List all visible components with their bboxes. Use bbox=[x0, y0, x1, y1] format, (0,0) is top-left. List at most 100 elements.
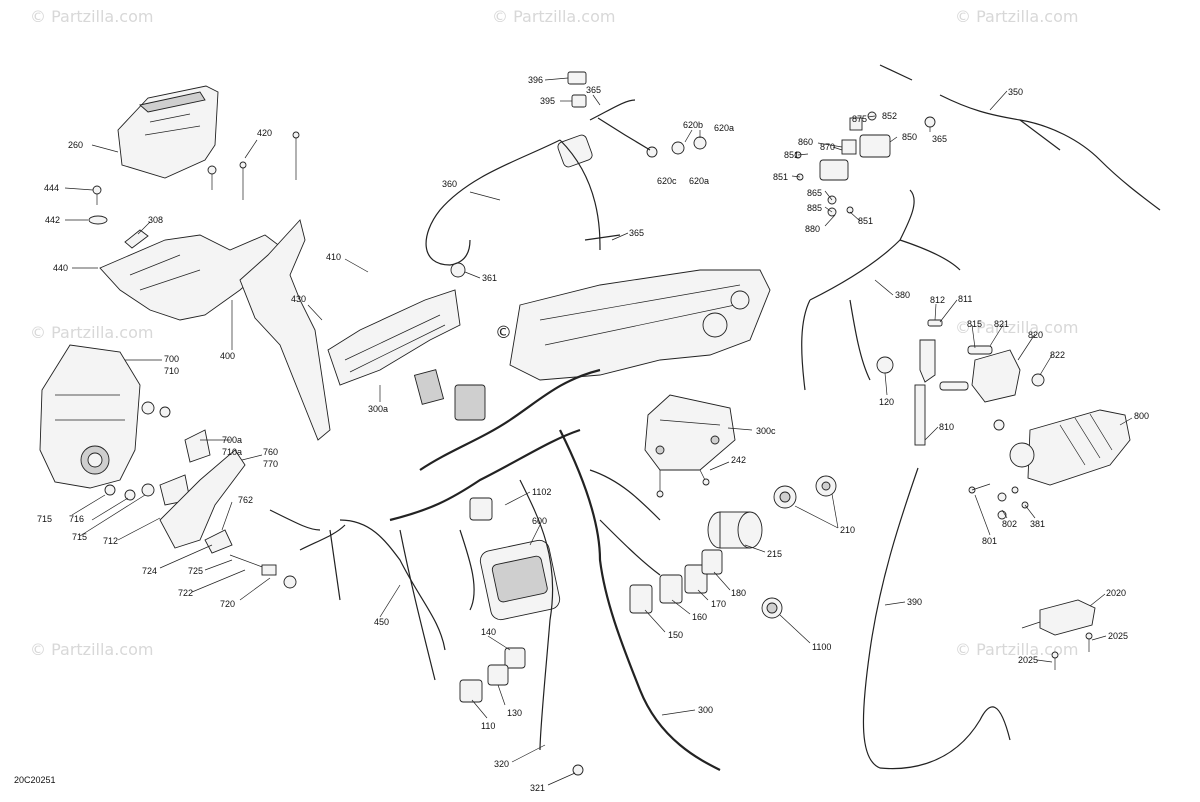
callout-labels: 396 395 365 620b 620a 620c 620a 360 365 … bbox=[37, 75, 1149, 793]
callout-170: 170 bbox=[711, 599, 726, 609]
callout-160: 160 bbox=[692, 612, 707, 622]
callout-381: 381 bbox=[1030, 519, 1045, 529]
callout-810: 810 bbox=[939, 422, 954, 432]
headlight-housing-part bbox=[39, 344, 141, 489]
callout-715: 715 bbox=[72, 532, 87, 542]
leader-lines bbox=[64, 77, 1133, 786]
callout-430: 430 bbox=[291, 294, 306, 304]
callout-700: 700 bbox=[164, 354, 179, 364]
callout-724: 724 bbox=[142, 566, 157, 576]
callout-821: 821 bbox=[994, 319, 1009, 329]
callout-321: 321 bbox=[530, 783, 545, 793]
part-drawings bbox=[39, 71, 1131, 776]
watermark: © Partzilla.com bbox=[955, 318, 1078, 337]
control-bracket-part bbox=[971, 349, 1021, 403]
callout-2025: 2025 bbox=[1108, 631, 1128, 641]
callout-360: 360 bbox=[442, 179, 457, 189]
callout-396: 396 bbox=[528, 75, 543, 85]
callout-450: 450 bbox=[374, 617, 389, 627]
watermark: © Partzilla.com bbox=[955, 640, 1078, 659]
watermark: © Partzilla.com bbox=[30, 7, 153, 26]
callout-725: 725 bbox=[188, 566, 203, 576]
callout-365: 365 bbox=[586, 85, 601, 95]
cover-badge-part bbox=[139, 91, 206, 113]
callout-800: 800 bbox=[1134, 411, 1149, 421]
callout-300c: 300c bbox=[756, 426, 776, 436]
callout-110: 110 bbox=[481, 721, 495, 731]
watermark: © Partzilla.com bbox=[492, 7, 615, 26]
callout-410: 410 bbox=[326, 252, 341, 262]
callout-860: 860 bbox=[798, 137, 813, 147]
callout-442: 442 bbox=[45, 215, 60, 225]
callout-1100: 1100 bbox=[812, 642, 831, 652]
callout-812: 812 bbox=[930, 295, 945, 305]
callout-215: 215 bbox=[767, 549, 782, 559]
callout-850: 850 bbox=[902, 132, 917, 142]
watermark: © Partzilla.com bbox=[30, 640, 153, 659]
callout-1102: 1102 bbox=[532, 487, 551, 497]
callout-722: 722 bbox=[178, 588, 193, 598]
callout-210: 210 bbox=[840, 525, 855, 535]
watermark: © Partzilla.com bbox=[30, 323, 153, 342]
callout-600: 600 bbox=[532, 516, 547, 526]
callout-811: 811 bbox=[958, 294, 972, 304]
callout-760: 760 bbox=[263, 447, 278, 457]
callout-852: 852 bbox=[882, 111, 897, 121]
callout-130: 130 bbox=[507, 708, 522, 718]
callout-802: 802 bbox=[1002, 519, 1017, 529]
callout-801: 801 bbox=[982, 536, 997, 546]
callout-2020: 2020 bbox=[1106, 588, 1126, 598]
module-bracket-part bbox=[644, 394, 736, 471]
callout-390: 390 bbox=[907, 597, 922, 607]
callout-120: 120 bbox=[879, 397, 894, 407]
callout-762: 762 bbox=[238, 495, 253, 505]
callout-710a: 710a bbox=[222, 447, 242, 457]
figure-code: 20C20251 bbox=[14, 775, 56, 785]
callout-712: 712 bbox=[103, 536, 118, 546]
callout-180: 180 bbox=[731, 588, 746, 598]
callout-242: 242 bbox=[731, 455, 746, 465]
callout-260: 260 bbox=[68, 140, 83, 150]
callout-716: 716 bbox=[69, 514, 84, 524]
callout-440: 440 bbox=[53, 263, 68, 273]
callout-851: 851 bbox=[784, 150, 799, 160]
callout-720: 720 bbox=[220, 599, 235, 609]
heated-grip-part bbox=[1027, 409, 1131, 486]
callout-851: 851 bbox=[773, 172, 788, 182]
callout-300: 300 bbox=[698, 705, 713, 715]
wiring-harness bbox=[269, 64, 1161, 771]
callout-308: 308 bbox=[148, 215, 163, 225]
callout-400: 400 bbox=[220, 351, 235, 361]
callout-620b: 620b bbox=[683, 120, 703, 130]
callout-770: 770 bbox=[263, 459, 278, 469]
callout-2025: 2025 bbox=[1018, 655, 1038, 665]
upper-cover-part bbox=[117, 85, 219, 179]
callout-620c: 620c bbox=[657, 176, 677, 186]
callout-820: 820 bbox=[1028, 330, 1043, 340]
callout-140: 140 bbox=[481, 627, 496, 637]
callout-700a: 700a bbox=[222, 435, 242, 445]
switch-panel-part bbox=[327, 289, 461, 386]
callout-350: 350 bbox=[1008, 87, 1023, 97]
callout-150: 150 bbox=[668, 630, 683, 640]
callout-444: 444 bbox=[44, 183, 59, 193]
remote-module-part bbox=[1039, 599, 1096, 636]
callout-320: 320 bbox=[494, 759, 509, 769]
headlight-bracket-part bbox=[159, 449, 246, 549]
callout-620a: 620a bbox=[714, 123, 734, 133]
callout-822: 822 bbox=[1050, 350, 1065, 360]
callout-865: 865 bbox=[807, 188, 822, 198]
callout-815: 815 bbox=[967, 319, 982, 329]
callout-420: 420 bbox=[257, 128, 272, 138]
callout-361: 361 bbox=[482, 273, 497, 283]
support-arm-part bbox=[239, 219, 331, 441]
callout-710: 710 bbox=[164, 366, 179, 376]
callout-620a: 620a bbox=[689, 176, 709, 186]
callout-300a: 300a bbox=[368, 404, 388, 414]
callout-715: 715 bbox=[37, 514, 52, 524]
callout-870: 870 bbox=[820, 142, 835, 152]
callout-395: 395 bbox=[540, 96, 555, 106]
callout-365: 365 bbox=[629, 228, 644, 238]
watermark: © Partzilla.com bbox=[955, 7, 1078, 26]
